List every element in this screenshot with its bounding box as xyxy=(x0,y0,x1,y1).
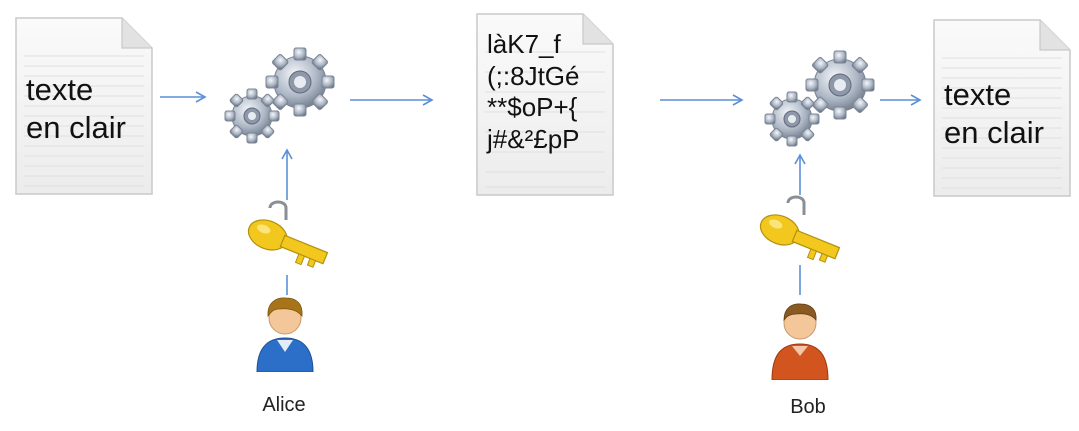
plaintext-output-line2: en clair xyxy=(944,114,1044,150)
bob-key xyxy=(752,193,847,271)
plaintext-output-line1: texte xyxy=(944,77,1012,112)
decrypt-gears xyxy=(762,45,882,155)
plaintext-input-line1: texte xyxy=(26,72,94,107)
gears-icon xyxy=(224,47,335,144)
ciphertext-line2: (;:8JtGé xyxy=(487,60,580,91)
document-icon xyxy=(476,13,614,196)
alice-key xyxy=(240,198,335,276)
key-icon xyxy=(759,195,841,263)
ciphertext-document: làK7_f (;:8JtGé **$oP+{ j#&²£pP xyxy=(475,12,615,197)
plaintext-document-input: texte en clair xyxy=(14,16,154,196)
key-icon xyxy=(247,200,329,268)
person-icon xyxy=(256,297,314,373)
sender-name: Alice xyxy=(262,394,306,416)
ciphertext-line4: j#&²£pP xyxy=(487,124,580,155)
ciphertext-line1: làK7_f xyxy=(487,29,561,59)
encrypt-gears xyxy=(222,42,342,152)
receiver-name: Bob xyxy=(790,396,826,418)
plaintext-document-output: texte en clair xyxy=(932,18,1072,198)
ciphertext-line3: **$oP+{ xyxy=(487,92,578,123)
plaintext-input-line2: en clair xyxy=(26,109,126,145)
document-icon xyxy=(933,19,1071,197)
bob-avatar xyxy=(768,296,832,381)
plaintext-input-text: texte en clair xyxy=(26,71,126,147)
document-icon xyxy=(15,17,153,195)
person-icon xyxy=(771,303,829,381)
alice-avatar xyxy=(253,292,317,373)
plaintext-output-text: texte en clair xyxy=(944,76,1044,152)
ciphertext-text: làK7_f (;:8JtGé **$oP+{ j#&²£pP xyxy=(487,29,580,156)
gears-icon xyxy=(764,50,875,147)
